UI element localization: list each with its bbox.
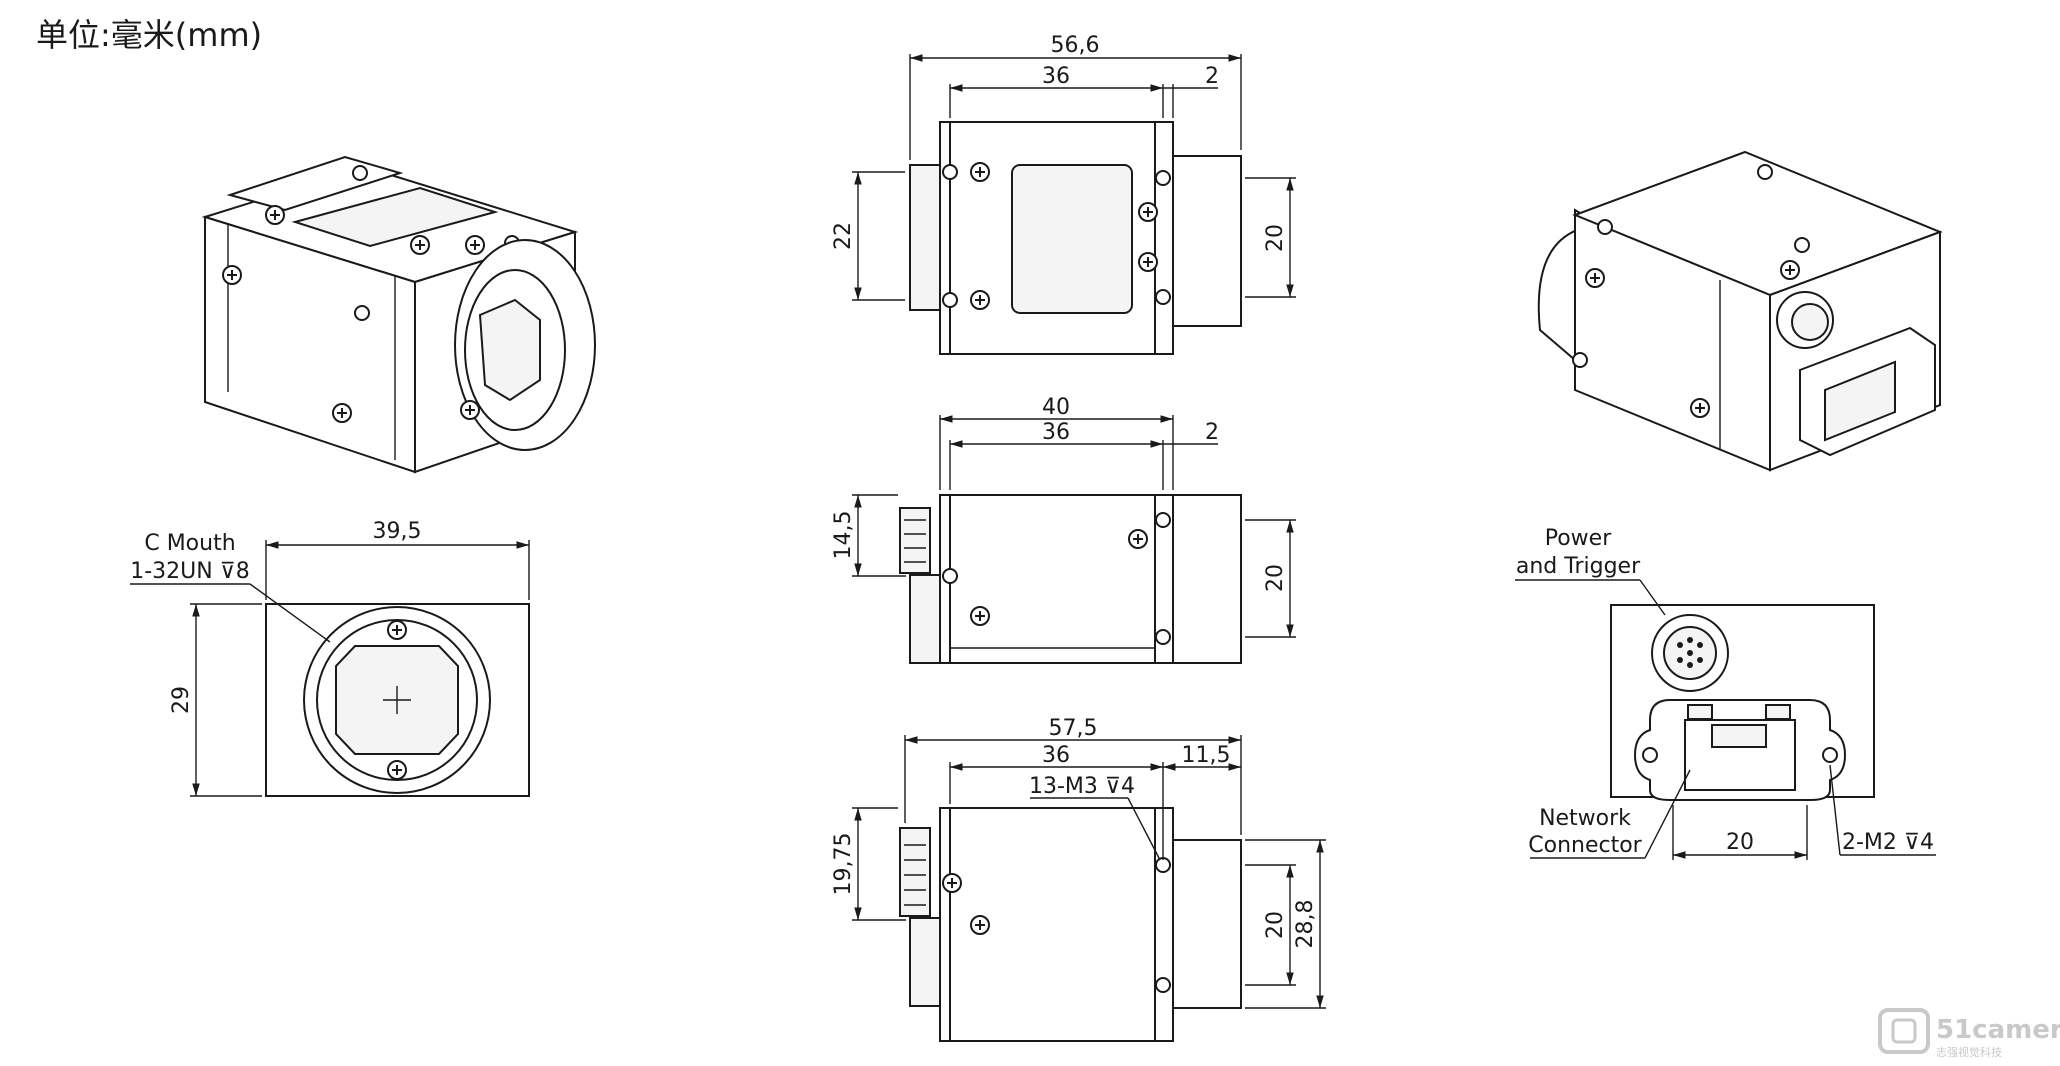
top-flange-dim: 2 xyxy=(1205,64,1219,89)
top-left-height-dim: 22 xyxy=(831,222,856,250)
top-overall-dim: 56,6 xyxy=(1051,33,1100,58)
side-flange-dim: 2 xyxy=(1205,420,1219,445)
bottom-overall-dim: 57,5 xyxy=(1049,716,1098,741)
mount-label-line1: C Mouth xyxy=(144,531,235,556)
units-title: 单位:毫米(mm) xyxy=(36,16,262,54)
front-height-dim: 29 xyxy=(169,686,194,714)
camera-3d-rear-view xyxy=(1537,150,1943,472)
rear-width-dim: 20 xyxy=(1726,830,1754,855)
bottom-right-height-dim: 20 xyxy=(1263,911,1288,939)
power-trigger-label-line2: and Trigger xyxy=(1516,554,1641,579)
camera-top-view: 56,6 36 2 22 20 xyxy=(831,33,1296,355)
power-trigger-label-line1: Power xyxy=(1545,526,1612,551)
network-connector-label-line1: Network xyxy=(1539,806,1631,831)
bottom-holes-callout: 13-M3 ⊽4 xyxy=(1029,774,1135,799)
bottom-front-length-dim: 11,5 xyxy=(1182,743,1231,768)
watermark-sub: 志强视觉科技 xyxy=(1936,1045,2002,1059)
bottom-left-height-dim: 19,75 xyxy=(831,833,856,896)
top-body-dim: 36 xyxy=(1042,64,1070,89)
camera-bottom-view: 57,5 36 11,5 13-M3 ⊽4 19,75 20 28,8 xyxy=(831,716,1326,1042)
camera-front-view: 39,5 29 C Mouth 1-32UN ⊽8 xyxy=(130,519,530,797)
side-left-height-dim: 14,5 xyxy=(831,511,856,560)
front-width-dim: 39,5 xyxy=(373,519,422,544)
rear-holes-callout: 2-M2 ⊽4 xyxy=(1842,830,1934,855)
network-connector-label-line2: Connector xyxy=(1528,833,1642,858)
bottom-body-dim: 36 xyxy=(1042,743,1070,768)
mount-label-line2: 1-32UN ⊽8 xyxy=(130,559,250,584)
bottom-right-total-dim: 28,8 xyxy=(1293,900,1318,949)
watermark-logo: 51camera 志强视觉科技 xyxy=(1878,1008,2060,1059)
side-overall-dim: 40 xyxy=(1042,395,1070,420)
side-body-dim: 36 xyxy=(1042,420,1070,445)
watermark-brand: 51camera xyxy=(1936,1015,2060,1045)
camera-rear-view: Power and Trigger Network Connector 20 2… xyxy=(1515,526,1936,860)
camera-3d-front-view xyxy=(201,155,596,474)
camera-side-view: 40 36 2 14,5 20 xyxy=(831,395,1296,664)
top-right-height-dim: 20 xyxy=(1263,224,1288,252)
side-right-height-dim: 20 xyxy=(1263,564,1288,592)
